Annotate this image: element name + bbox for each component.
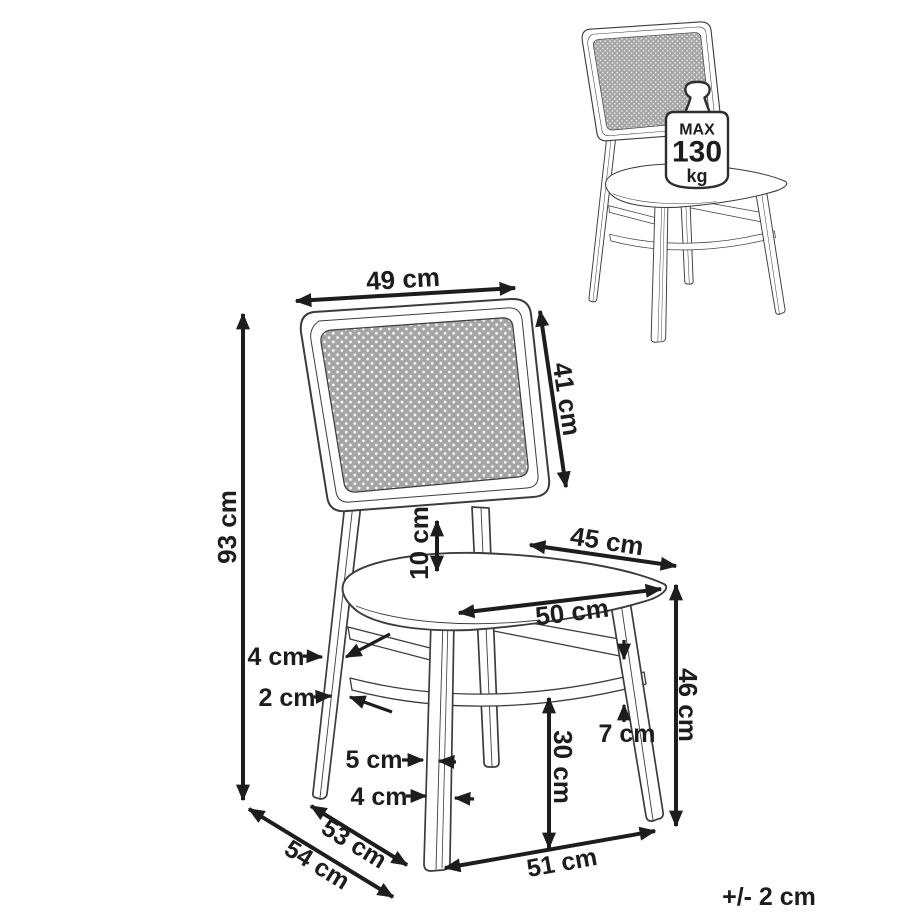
- dim-label-front-leg-span: 51 cm: [525, 843, 600, 883]
- max-load-line3: kg: [686, 166, 707, 186]
- weight-knob: [683, 80, 712, 115]
- dim-label-side-rail-thickness: 2 cm: [259, 684, 316, 712]
- dim-label-back-to-seat-gap: 10 cm: [404, 506, 434, 580]
- max-load-line2: 130: [672, 136, 722, 169]
- dim-label-front-leg-bottom-thickness: 4 cm: [351, 783, 408, 811]
- dim-label-stretcher-gap: 7 cm: [599, 720, 656, 748]
- max-load-badge: MAX 130 kg: [664, 80, 730, 190]
- dim-front-leg-bottom-thickness: 4 cm: [351, 783, 475, 811]
- dim-label-backrest-width: 49 cm: [365, 262, 440, 296]
- dim-back-to-seat-gap: 10 cm: [404, 506, 444, 580]
- dim-rear-leg-thickness: 4 cm: [248, 632, 391, 671]
- dim-side-rail-thickness: 2 cm: [259, 684, 393, 714]
- dim-overall-height: 93 cm: [212, 312, 250, 802]
- dim-backrest-width: 49 cm: [294, 262, 517, 308]
- dim-front-leg-top-thickness: 5 cm: [346, 746, 457, 774]
- dim-label-backrest-height: 41 cm: [547, 360, 588, 437]
- dim-label-front-leg-top-thickness: 5 cm: [346, 746, 403, 774]
- dim-label-seat-depth: 45 cm: [568, 521, 645, 562]
- dim-label-seat-height: 46 cm: [673, 668, 703, 742]
- dim-label-rear-leg-thickness: 4 cm: [248, 643, 305, 671]
- tolerance-note: +/- 2 cm: [722, 883, 816, 911]
- dim-stretcher-gap: 7 cm: [599, 640, 656, 748]
- dim-stretcher-floor-clearance: 30 cm: [542, 696, 578, 850]
- dim-seat-height: 46 cm: [669, 583, 703, 828]
- dim-label-stretcher-floor-clearance: 30 cm: [548, 730, 578, 804]
- max-load-line1: MAX: [679, 122, 715, 139]
- dim-label-overall-height: 93 cm: [212, 490, 242, 564]
- weight-body: [664, 110, 730, 190]
